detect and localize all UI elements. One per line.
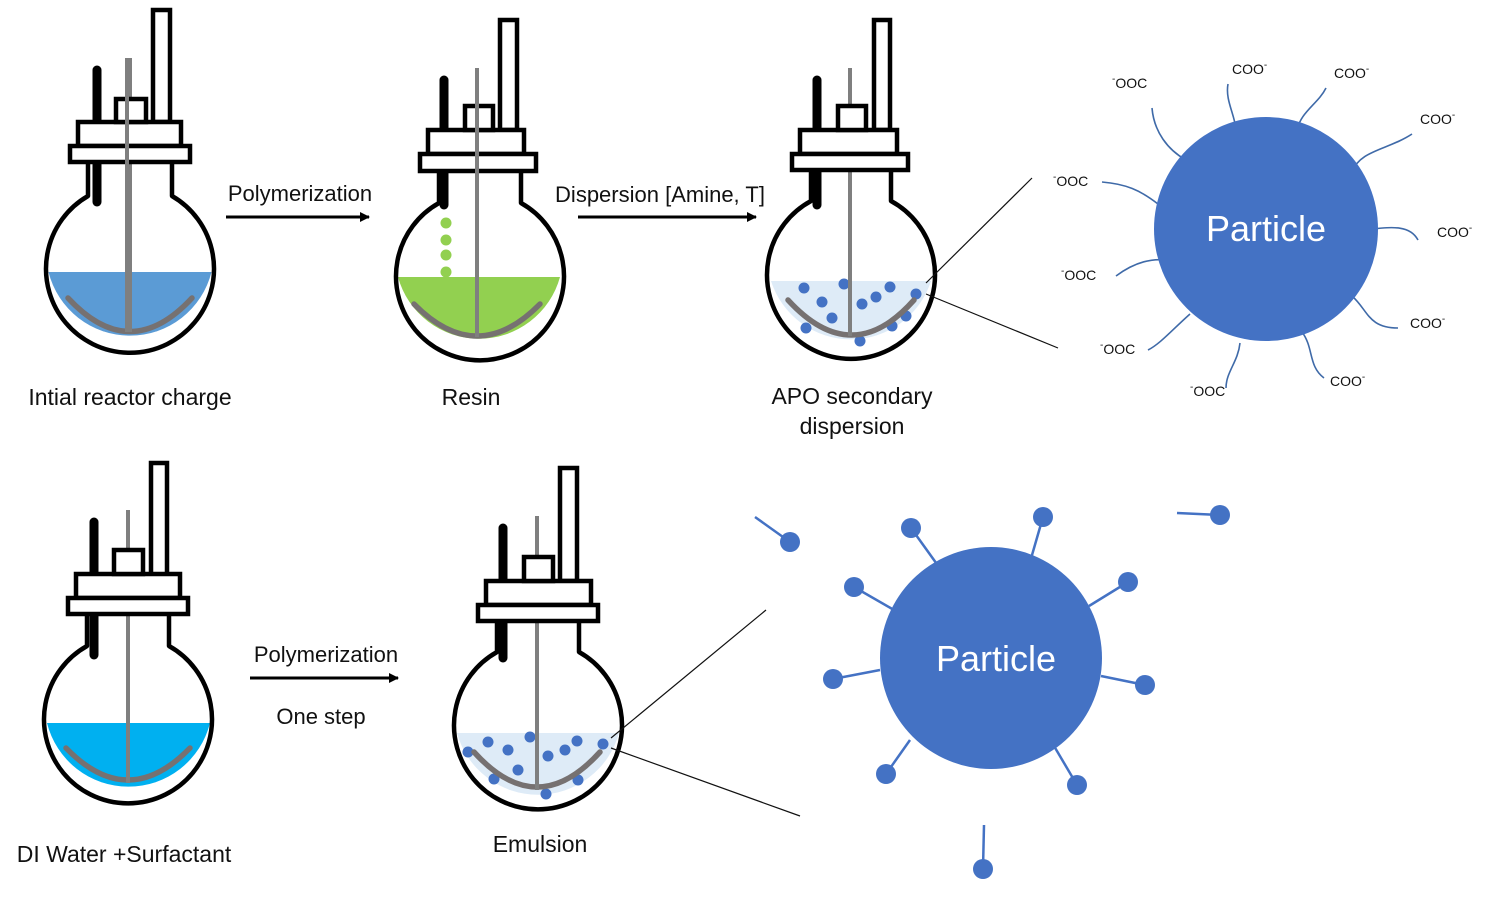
flask-lid-top xyxy=(483,578,594,608)
carboxylate-label: COO- xyxy=(1334,64,1369,81)
carboxylate-chain xyxy=(1351,295,1399,329)
flask-apo-caption-line2: dispersion xyxy=(800,413,905,439)
surfactant-head xyxy=(973,859,993,879)
flask-lid-top xyxy=(73,571,183,601)
carboxylate-chain xyxy=(1301,331,1325,379)
arrow-polymerization-label: Polymerization xyxy=(228,181,372,206)
flask-body xyxy=(41,614,215,806)
monomer-drop xyxy=(440,266,452,278)
carboxylate-chain xyxy=(1147,313,1191,351)
flask-body xyxy=(764,170,938,362)
zoom-line xyxy=(610,609,767,739)
flask-lid-bottom xyxy=(475,602,601,624)
zoom-line xyxy=(610,747,801,817)
flask-lid-port xyxy=(521,554,556,584)
condenser-tube xyxy=(871,17,893,133)
arrow-one-step-label-top: Polymerization xyxy=(254,642,398,667)
particle-circle xyxy=(880,547,1102,769)
arrow-dispersion-label: Dispersion [Amine, T] xyxy=(555,182,765,207)
surfactant-head xyxy=(1210,505,1230,525)
carboxylate-label: COO- xyxy=(1330,372,1365,389)
carboxylate-label: COO- xyxy=(1420,110,1455,127)
condenser-tube xyxy=(497,17,520,133)
monomer-drop xyxy=(440,249,452,261)
surfactant-head xyxy=(1067,775,1087,795)
monomer-drop xyxy=(440,217,452,229)
flask-lid-bottom xyxy=(65,595,191,617)
flask-lid-bottom xyxy=(789,151,911,173)
surfactant-molecules xyxy=(754,505,1230,879)
condenser-tube xyxy=(148,460,170,579)
flask-apo-caption-line1: APO secondary xyxy=(771,383,933,409)
surfactant-head xyxy=(1135,675,1155,695)
carboxylate-chain xyxy=(1351,133,1413,173)
carboxylate-chain xyxy=(1115,258,1167,277)
flask-emulsion-caption: Emulsion xyxy=(493,831,588,857)
particle-label: Particle xyxy=(936,638,1056,679)
flask-resin xyxy=(393,17,567,363)
condenser-tube xyxy=(557,465,580,584)
flask-lid-port xyxy=(113,96,149,125)
carboxylate-label: -OOC xyxy=(1061,266,1096,283)
flask-lid-top xyxy=(797,127,900,157)
surfactant-head xyxy=(844,577,864,597)
flask-lid-top xyxy=(75,119,184,149)
carboxylate-chain xyxy=(1371,226,1419,241)
flask-lid-port xyxy=(111,547,146,577)
zoom-line xyxy=(925,177,1033,284)
flask-emulsion xyxy=(451,465,625,812)
zoom-line xyxy=(925,293,1059,349)
carboxylate-chain xyxy=(1151,107,1187,161)
surfactant-head xyxy=(901,518,921,538)
surfactant-head xyxy=(823,669,843,689)
condenser-tube xyxy=(150,7,173,125)
flask-di-water-caption: DI Water +Surfactant xyxy=(17,841,232,867)
carboxylate-label: COO- xyxy=(1232,60,1267,77)
carboxylate-label: -OOC xyxy=(1100,340,1135,357)
flask-lid-port xyxy=(835,103,869,133)
arrow-one-step-label-bottom: One step xyxy=(276,704,365,729)
carboxylate-chain xyxy=(1101,181,1159,205)
carboxylate-label: -OOC xyxy=(1190,382,1225,399)
flask-lid-bottom xyxy=(67,143,193,165)
monomer-drop xyxy=(440,234,452,246)
flask-resin-caption: Resin xyxy=(442,384,501,410)
surfactant-head xyxy=(780,532,800,552)
stirrer-rod xyxy=(127,58,132,332)
surfactant-head xyxy=(1118,572,1138,592)
surfactant-head xyxy=(876,764,896,784)
carboxylate-label: -OOC xyxy=(1053,172,1088,189)
particle-label: Particle xyxy=(1206,208,1326,249)
carboxylate-label: COO- xyxy=(1437,223,1472,240)
carboxylate-chain xyxy=(1225,342,1241,389)
surfactant-head xyxy=(1033,507,1053,527)
dispersed-particles xyxy=(462,731,609,800)
flask-body xyxy=(43,162,217,355)
flask-body xyxy=(393,172,567,363)
flask-initial-caption: Intial reactor charge xyxy=(28,384,231,410)
particle-circle xyxy=(1154,117,1378,341)
flask-apo-dispersion xyxy=(764,17,938,362)
carboxylate-label: -OOC xyxy=(1112,74,1147,91)
flask-initial-charge xyxy=(43,7,217,355)
carboxylate-label: COO- xyxy=(1410,314,1445,331)
flask-body xyxy=(451,621,625,812)
flask-di-water xyxy=(41,460,215,806)
